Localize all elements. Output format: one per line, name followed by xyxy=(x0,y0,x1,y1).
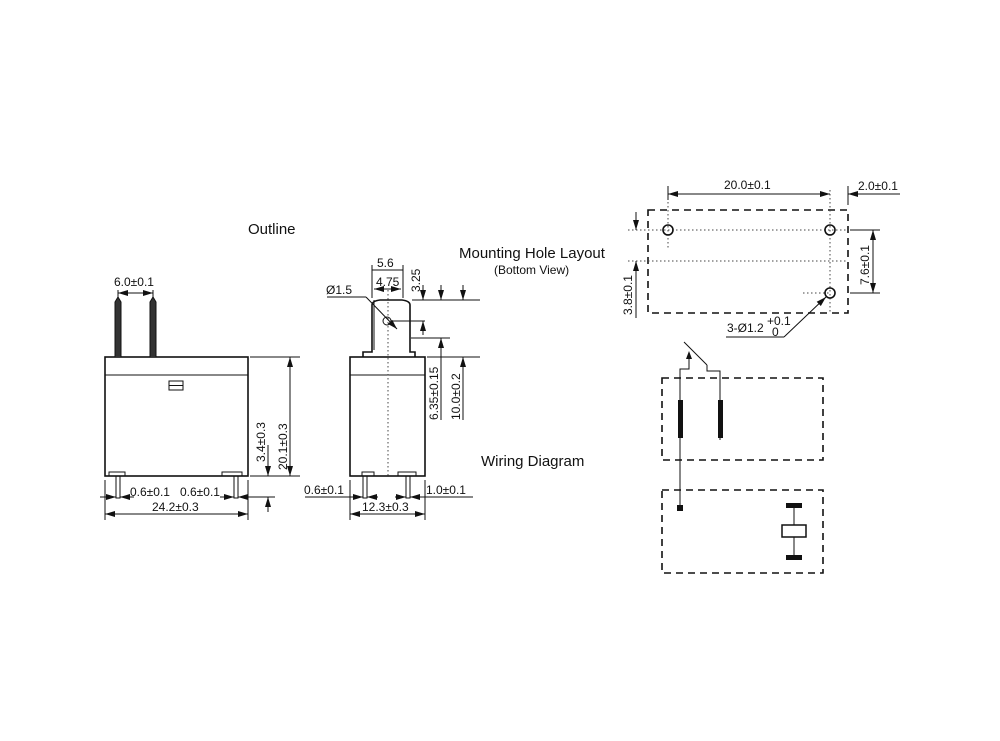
dim-tab-height: 6.35±0.15 xyxy=(427,366,441,420)
hole-tol-upper: +0.1 xyxy=(767,314,791,328)
dim-depth: 12.3±0.3 xyxy=(362,500,409,514)
contact-com xyxy=(678,400,683,438)
dim-pin-length: 3.4±0.3 xyxy=(254,422,268,462)
mounting-hole xyxy=(662,224,674,236)
dim-tab-total: 10.0±0.2 xyxy=(449,373,463,420)
wiring-title: Wiring Diagram xyxy=(481,453,584,470)
dim-vertical: 7.6±0.1 xyxy=(858,245,872,285)
dim-hole-offset: 3.25 xyxy=(409,268,423,292)
dim-half: 3.8±0.1 xyxy=(621,275,635,315)
dim-hole-dia: Ø1.5 xyxy=(326,283,352,297)
outline-title: Outline xyxy=(248,221,296,238)
dim-height: 20.1±0.3 xyxy=(276,423,290,470)
mounting-subtitle: (Bottom View) xyxy=(494,263,569,277)
dim-hole-spacing: 20.0±0.1 xyxy=(724,178,771,192)
mounting-layout: 20.0±0.1 2.0±0.1 7.6±0.1 3.8±0.1 3-Ø1.2 … xyxy=(621,178,900,339)
dim-side-pin-right: 1.0±0.1 xyxy=(426,483,466,497)
dim-tab-inner: 4.75 xyxy=(376,275,400,289)
front-view: 6.0±0.1 20.1±0.3 3.4±0.3 0.6±0.1 0.6±0.1… xyxy=(100,275,300,520)
dim-pin-spacing: 6.0±0.1 xyxy=(114,275,154,289)
dim-pin-width-left: 0.6±0.1 xyxy=(130,485,170,499)
hole-spec: 3-Ø1.2 xyxy=(727,321,764,335)
side-view: Ø1.5 5.6 4.75 3.25 6.35±0.15 10.0±0.2 0.… xyxy=(304,256,480,520)
coil-icon xyxy=(781,524,807,538)
dim-width: 24.2±0.3 xyxy=(152,500,199,514)
dim-pin-width-right: 0.6±0.1 xyxy=(180,485,220,499)
mounting-title: Mounting Hole Layout xyxy=(459,245,606,262)
mounting-hole xyxy=(824,287,836,299)
contact-no xyxy=(718,400,723,438)
dim-side-pin-left: 0.6±0.1 xyxy=(304,483,344,497)
wiring-diagram xyxy=(661,341,824,574)
dim-tab-width: 5.6 xyxy=(377,256,394,270)
hole-tol-lower: 0 xyxy=(772,325,779,339)
mounting-hole xyxy=(824,224,836,236)
dim-edge: 2.0±0.1 xyxy=(858,179,898,193)
